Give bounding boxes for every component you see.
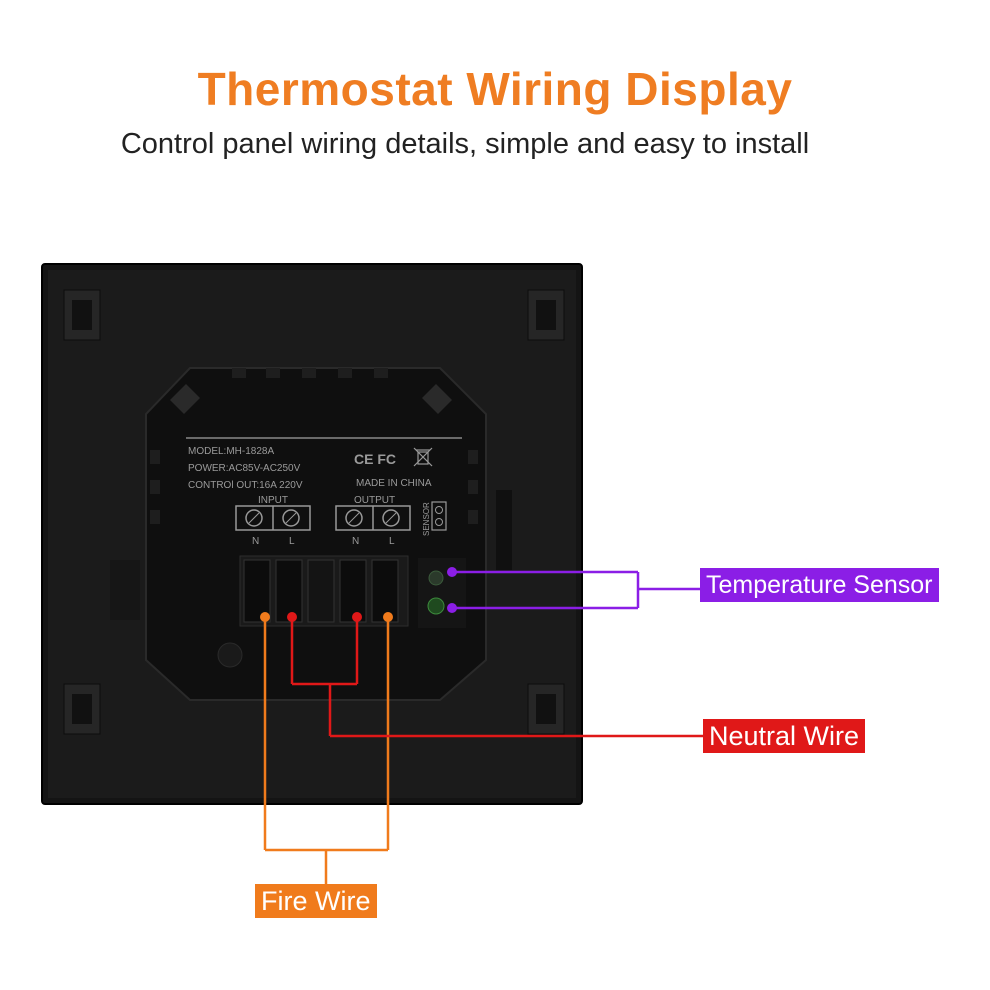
fire-wire-label: Fire Wire bbox=[255, 884, 377, 918]
terminal-blocks bbox=[235, 501, 447, 531]
output-n-label: N bbox=[352, 536, 359, 547]
origin-text: MADE IN CHINA bbox=[356, 478, 432, 489]
neutral-wire-output-point bbox=[352, 612, 362, 622]
output-l-label: L bbox=[389, 536, 395, 547]
output-label: OUTPUT bbox=[354, 495, 395, 506]
sensor-terminal-point-1 bbox=[447, 567, 457, 577]
certification-marks: CE FC bbox=[354, 451, 396, 467]
fire-wire-input-point bbox=[260, 612, 270, 622]
input-l-label: L bbox=[289, 536, 295, 547]
input-n-label: N bbox=[252, 536, 259, 547]
temperature-sensor-label: Temperature Sensor bbox=[700, 568, 939, 602]
page-subtitle: Control panel wiring details, simple and… bbox=[120, 128, 810, 160]
model-text: MODEL:MH-1828A bbox=[188, 446, 274, 457]
input-label: INPUT bbox=[258, 495, 288, 506]
neutral-wire-label: Neutral Wire bbox=[703, 719, 866, 753]
neutral-wire-lines bbox=[290, 617, 703, 738]
fire-wire-lines bbox=[263, 617, 390, 884]
page-title: Thermostat Wiring Display bbox=[197, 63, 793, 115]
sensor-wire-lines bbox=[452, 570, 700, 610]
neutral-wire-input-point bbox=[287, 612, 297, 622]
control-out-text: CONTROl OUT:16A 220V bbox=[188, 480, 303, 491]
sensor-terminal-point-2 bbox=[447, 603, 457, 613]
power-text: POWER:AC85V-AC250V bbox=[188, 463, 301, 474]
wiring-module bbox=[145, 367, 487, 701]
sensor-label: SENSOR bbox=[422, 502, 431, 536]
weee-bin-icon bbox=[413, 447, 433, 467]
fire-wire-output-point bbox=[383, 612, 393, 622]
